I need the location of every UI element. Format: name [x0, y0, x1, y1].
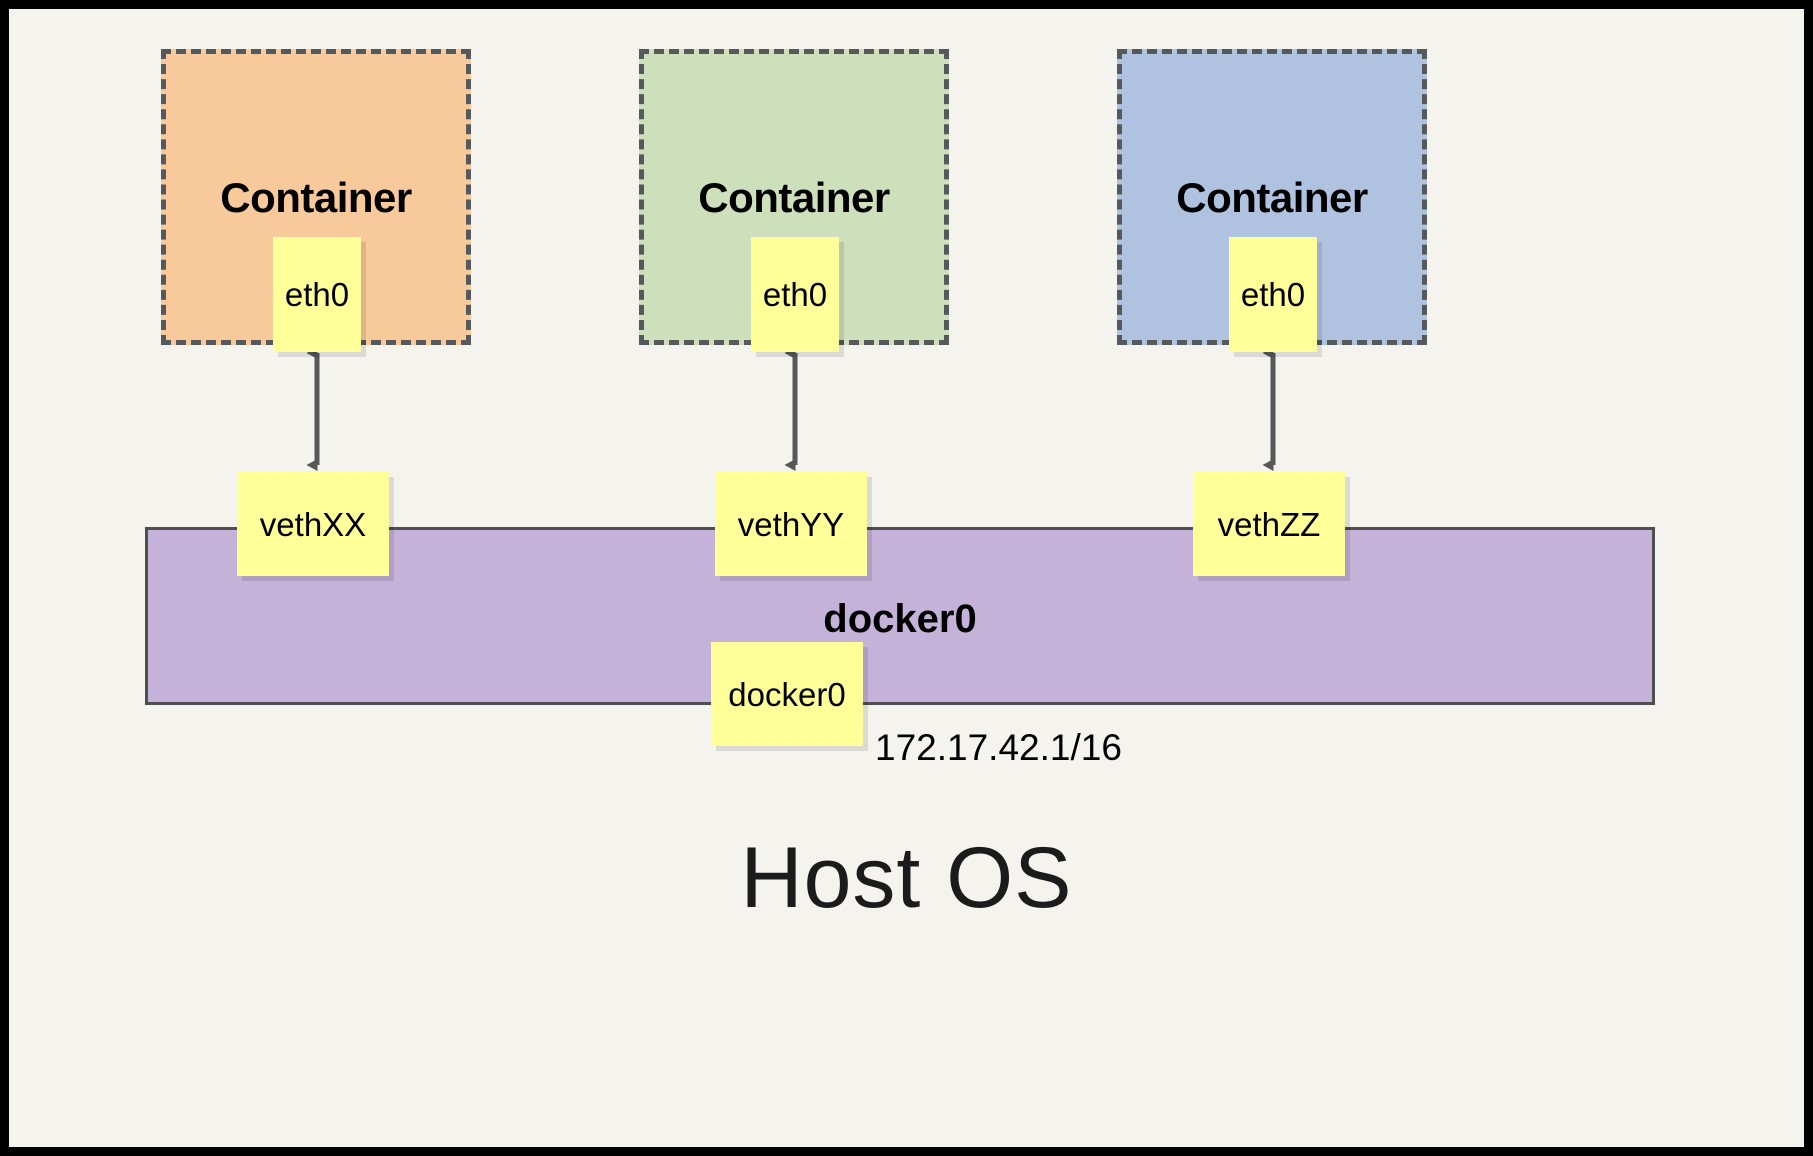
container-title-2: Container [698, 174, 890, 221]
veth-label-3: vethZZ [1217, 505, 1321, 543]
veth-box-1: vethXX [237, 472, 389, 576]
eth0-label-3: eth0 [1240, 276, 1306, 313]
docker0-bridge-bar [145, 527, 1655, 705]
host-os-title: Host OS [740, 830, 1073, 926]
veth-box-3: vethZZ [1193, 472, 1345, 576]
veth-label-2: vethYY [737, 505, 845, 543]
veth-box-2: vethYY [715, 472, 867, 576]
link-arrow-1 [306, 347, 320, 471]
eth0-label-1: eth0 [284, 276, 350, 313]
diagram-stage: Container eth0 Container eth0 Container … [9, 9, 1804, 1147]
eth0-box-1: eth0 [273, 237, 361, 352]
docker0-ip-address: 172.17.42.1/16 [875, 727, 1122, 768]
docker0-endpoint-box: docker0 [711, 642, 863, 746]
veth-label-1: vethXX [259, 505, 367, 543]
docker0-endpoint-label: docker0 [728, 675, 846, 713]
container-title-3: Container [1176, 174, 1368, 221]
eth0-box-3: eth0 [1229, 237, 1317, 352]
eth0-box-2: eth0 [751, 237, 839, 352]
link-arrow-3 [1262, 347, 1276, 471]
eth0-label-2: eth0 [762, 276, 828, 313]
link-arrow-2 [784, 347, 798, 471]
container-title-1: Container [220, 174, 412, 221]
docker0-bridge-label: docker0 [823, 597, 977, 641]
